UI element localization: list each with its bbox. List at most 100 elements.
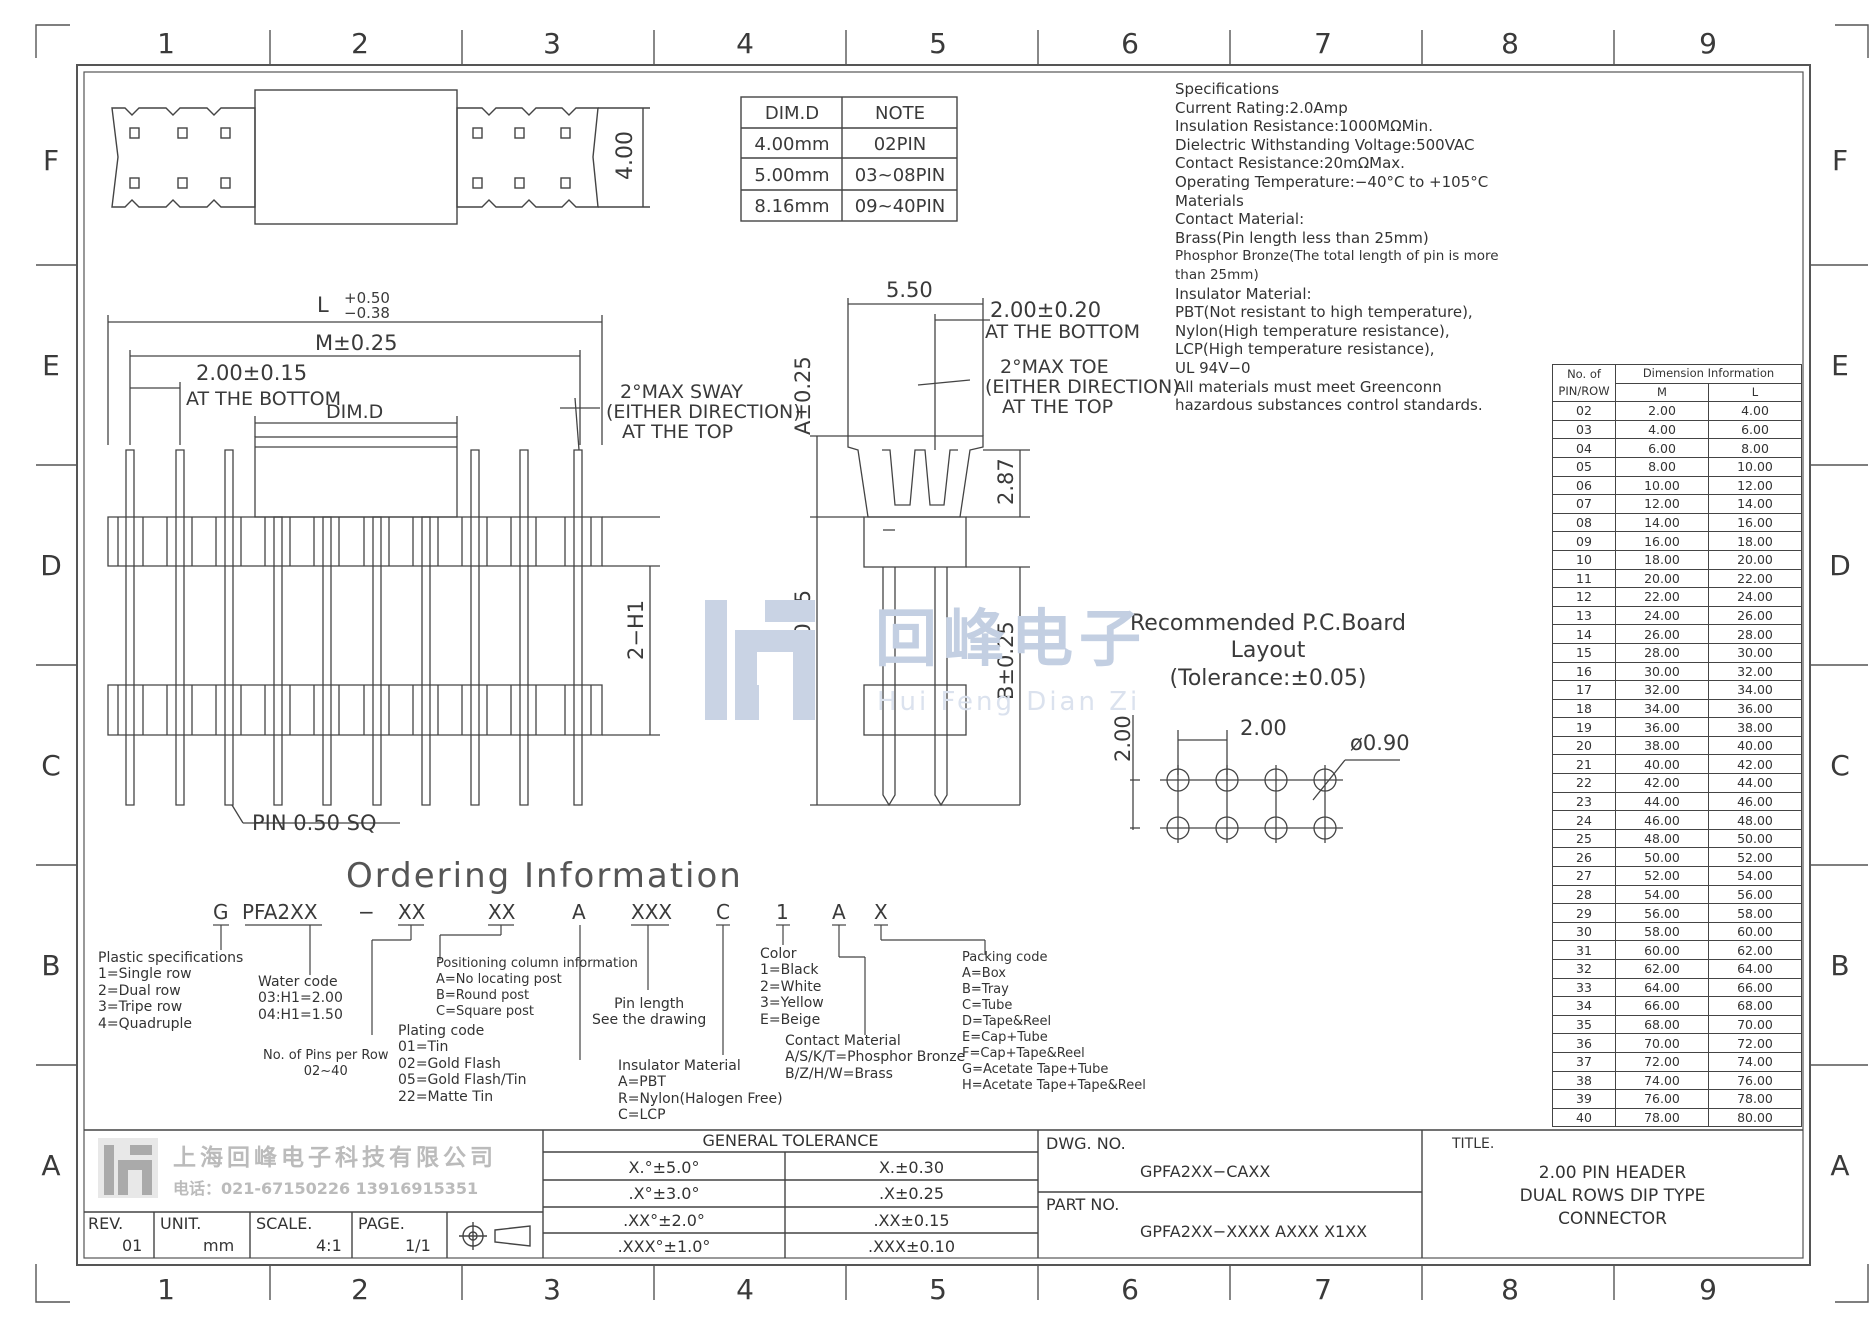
dim-header-no: No. of [1567,367,1601,382]
dim-header-pinrow: PIN/ROW [1558,384,1610,399]
dim-l: L [317,293,329,317]
dim-table-cell: 78.00 [1615,1107,1709,1128]
dim-table-cell: 4.00 [1708,401,1802,421]
dim-table-cell: 34.00 [1615,698,1709,719]
spec-line: Insulator Material: [1175,284,1312,303]
note-header-dimd: DIM.D [765,103,819,124]
dim-table-cell: 07 [1552,494,1616,514]
sway-line-3: AT THE TOP [622,421,733,443]
ordering-line: Plating code [398,1023,485,1039]
tol-angle-2: .X°±3.0° [628,1184,700,1203]
dim-table-cell: 12.00 [1708,475,1802,496]
scale-value: 4:1 [316,1236,342,1255]
dim-table-cell: 28.00 [1708,624,1802,644]
dim-2-h1: 2−H1 [624,600,648,660]
ordering-line: Pin length [614,996,685,1012]
dim-table-cell: 26 [1552,847,1616,868]
dim-table-cell: 8.00 [1615,456,1709,477]
dim-table-cell: 36 [1552,1033,1616,1053]
top-height-dim: 4.00 [613,131,638,180]
dim-table-cell: 36.00 [1615,717,1709,737]
dim-table-cell: 10.00 [1708,456,1802,477]
row-label-d: D [40,549,62,582]
dim-table-cell: 37 [1552,1051,1616,1072]
tol-angle-3: .XX°±2.0° [623,1211,705,1230]
spec-line: hazardous substances control standards. [1175,396,1483,415]
row-label-d-right: D [1829,549,1851,582]
pcb-h-dim: 2.00 [1240,716,1287,740]
col-label-2: 2 [351,27,369,60]
dwg-label: DWG. NO. [1046,1134,1126,1153]
dim-table-cell: 74.00 [1708,1051,1802,1072]
title-line-2: DUAL ROWS DIP TYPE [1519,1186,1706,1206]
watermark-logo-icon: 回峰电子 Hui Feng Dian Zi [705,600,1141,720]
dim-table-cell: 15 [1552,642,1616,663]
b-dim: B±0.25 [994,621,1018,700]
dim-table-cell: 14.00 [1615,512,1709,533]
dim-table-cell: 80.00 [1708,1107,1802,1128]
col-label-5: 5 [929,27,947,60]
dim-2-87: 2.87 [994,458,1018,505]
dim-table-cell: 50.00 [1708,828,1802,849]
ordering-line: No. of Pins per Row [263,1048,389,1063]
top-view [111,89,650,225]
tolerance-title: GENERAL TOLERANCE [702,1131,879,1150]
pin-size-label: PIN 0.50 SQ [252,811,377,835]
pcb-title-1: Recommended P.C.Board [1130,611,1406,636]
ordering-line: E=Beige [760,1011,821,1028]
dim-table-cell: 50.00 [1615,847,1709,868]
dim-pitch: 2.00±0.15 [196,361,307,385]
dim-table-cell: 22.00 [1708,568,1802,589]
dim-table-cell: 64.00 [1615,977,1709,998]
dim-table-cell: 30.00 [1708,642,1802,663]
spec-line: Current Rating:2.0Amp [1175,98,1348,117]
dim-table-cell: 26.00 [1615,624,1709,644]
dim-table-cell: L [1708,382,1802,403]
side-width-dim: 5.50 [886,278,933,302]
unit-label: UNIT. [160,1214,202,1233]
dim-table-cell: 76.00 [1615,1089,1709,1109]
dim-table-cell: 58.00 [1615,921,1709,942]
company-name: 上海回峰电子科技有限公司 [173,1144,497,1171]
dim-table-cell: 60.00 [1615,940,1709,960]
row-label-c-right: C [1830,749,1850,782]
ordering-line: H=Acetate Tape+Tape&Reel [962,1078,1146,1093]
ordering-line: 2=White [760,978,822,995]
dim-table-cell: 24.00 [1615,605,1709,626]
dim-table-cell: 25 [1552,828,1616,849]
spec-line: Phosphor Bronze(The total length of pin … [1175,248,1499,265]
ordering-line: B=Round post [436,988,530,1003]
spec-line: than 25mm) [1175,266,1259,283]
dim-table-cell: 16.00 [1708,512,1802,533]
watermark-pinyin: Hui Feng Dian Zi [877,687,1140,717]
ordering-line: C=Square post [436,1004,534,1019]
dim-table-cell: 60.00 [1708,921,1802,942]
dim-table-cell: 66.00 [1708,977,1802,998]
ordering-line: 01=Tin [398,1039,449,1056]
ordering-line: 1=Black [760,962,819,979]
dim-table-cell: 24 [1552,810,1616,830]
tol-linear-2: .X±0.25 [878,1184,945,1203]
dim-table-cell: 09 [1552,531,1616,551]
dim-table-cell: 08 [1552,512,1616,533]
ordering-line: 3=Yellow [760,995,824,1012]
pcb-dia-dim: ø0.90 [1350,731,1410,755]
col-label-1: 1 [157,27,175,60]
ordering-line: 4=Quadruple [98,1015,193,1032]
ordering-line: Packing code [962,950,1048,965]
dim-table-cell: 2.00 [1615,401,1709,421]
